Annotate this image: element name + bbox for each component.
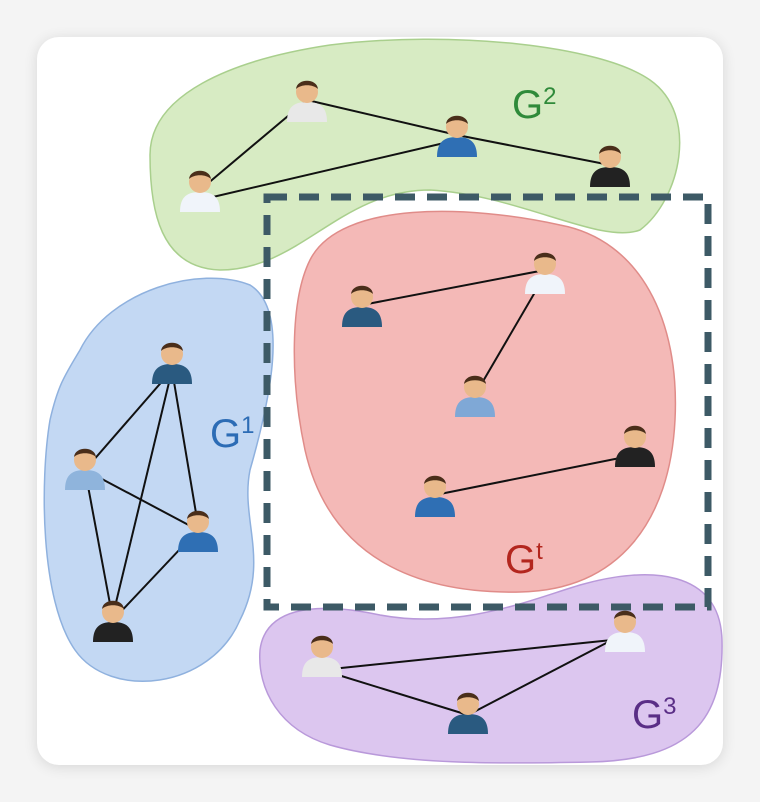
edge [171, 369, 199, 526]
group-g1-region [43, 277, 274, 682]
group-g2-region [149, 38, 681, 271]
group-label-g2: G2 [512, 83, 556, 127]
edge [474, 274, 546, 396]
target-subgraph-box [263, 193, 712, 611]
edge [434, 454, 636, 496]
edge [199, 139, 458, 201]
edge [306, 99, 458, 136]
edge [84, 469, 114, 621]
group-label-gt: Gt [505, 538, 543, 582]
edge [456, 134, 611, 166]
edges [84, 99, 636, 716]
edge [361, 269, 546, 306]
edge [321, 639, 613, 671]
group-label-g3: G3 [632, 693, 676, 737]
group-label-g1: G1 [210, 412, 254, 456]
group-g3-region [259, 574, 723, 764]
edge [467, 639, 613, 716]
edge [84, 369, 173, 471]
edge [321, 669, 469, 716]
edge [84, 469, 199, 531]
edge [112, 369, 173, 616]
